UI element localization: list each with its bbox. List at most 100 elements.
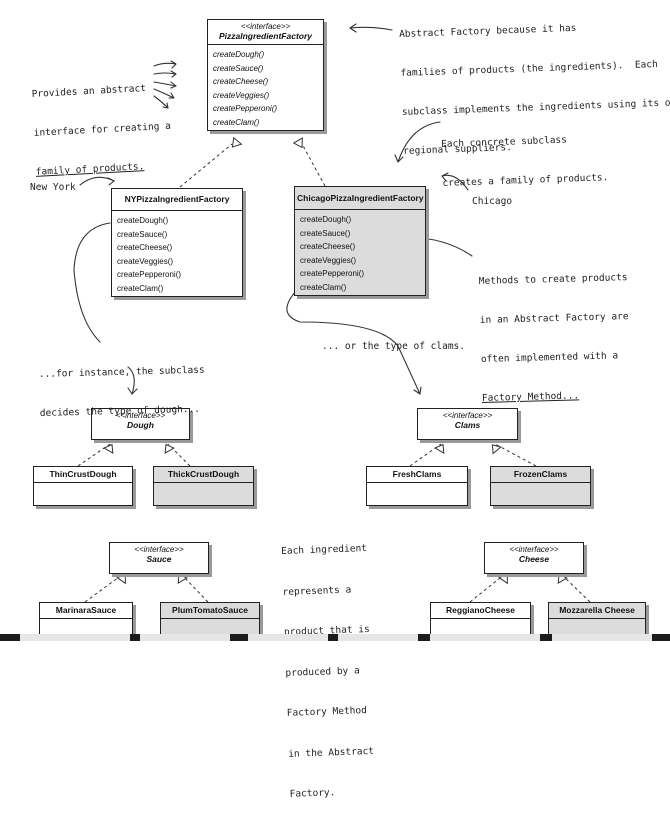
note-line: Each concrete subclass <box>440 134 568 150</box>
note-line-underlined: family of products. <box>35 161 145 178</box>
method-list: createDough() createSauce() createCheese… <box>208 45 323 133</box>
note-line: in the Abstract <box>288 745 375 760</box>
note-line: Factory Method <box>286 705 368 719</box>
pizza-ingredient-factory-interface: <<interface>> PizzaIngredientFactory cre… <box>207 19 324 131</box>
note-line: Provides an abstract <box>31 82 147 100</box>
class-name: Sauce <box>146 554 172 564</box>
cheese-interface: <<interface>> Cheese <box>484 542 584 574</box>
class-name: Dough <box>127 420 154 430</box>
note-line-underlined: Factory Method... <box>481 390 580 404</box>
method: createPepperoni() <box>300 269 365 279</box>
method: createCheese() <box>213 77 269 87</box>
method: createVeggies() <box>300 255 357 265</box>
note-line: decides the type of dough... <box>39 403 201 419</box>
class-name: MarinaraSauce <box>40 603 132 619</box>
methods-note: Methods to create products in an Abstrac… <box>478 245 631 418</box>
method: createCheese() <box>300 242 356 252</box>
method: createDough() <box>300 215 352 224</box>
fresh-clams: FreshClams <box>366 466 468 506</box>
strip-segment <box>338 634 418 641</box>
class-header: ChicagoPizzaIngredientFactory <box>295 187 425 210</box>
method: createVeggies() <box>213 90 270 100</box>
method: createSauce() <box>213 63 264 73</box>
note-line: ...for instance, the subclass <box>38 364 205 380</box>
note-line: Abstract Factory because it has <box>398 22 577 40</box>
sauce-interface: <<interface>> Sauce <box>109 542 209 574</box>
class-header: <<interface>> Sauce <box>110 543 208 567</box>
ingredient-note: Each ingredient represents a product tha… <box>280 515 376 815</box>
new-york-label: New York <box>30 182 76 193</box>
taskbar-strip <box>0 634 670 641</box>
strip-segment <box>248 634 328 641</box>
stereotype-label: <<interface>> <box>115 411 166 420</box>
generalization-arrow <box>164 443 175 455</box>
generalization-arrow <box>116 574 126 585</box>
method: createDough() <box>117 216 169 225</box>
note-line: often implemented with a <box>480 350 619 365</box>
method: createCheese() <box>117 243 173 253</box>
generalization-arrow <box>498 574 508 585</box>
marinara-sauce: MarinaraSauce <box>39 602 133 638</box>
class-header: <<interface>> Clams <box>418 409 517 433</box>
stereotype-label: <<interface>> <box>134 545 184 554</box>
stereotype-label: <<interface>> <box>509 545 559 554</box>
plum-tomato-sauce: PlumTomatoSauce <box>160 602 260 638</box>
method: createClam() <box>300 282 347 292</box>
class-name: ThinCrustDough <box>34 467 132 483</box>
note-line: families of products (the ingredients). … <box>400 58 658 79</box>
note-line: Each ingredient <box>280 542 368 557</box>
generalization-arrow <box>177 573 188 585</box>
stereotype-label: <<interface>> <box>240 22 291 31</box>
strip-segment <box>430 634 540 641</box>
method: createSauce() <box>300 228 351 238</box>
stereotype-label: <<interface>> <box>442 411 493 420</box>
clams-note: ... or the type of clams. <box>322 341 465 352</box>
generalization-arrow <box>103 443 114 455</box>
class-name: ThickCrustDough <box>154 467 253 483</box>
concrete-subclass-note: Each concrete subclass creates a family … <box>440 106 609 203</box>
method: createVeggies() <box>117 256 174 266</box>
chicago-pizza-ingredient-factory: ChicagoPizzaIngredientFactory createDoug… <box>294 186 426 296</box>
note-line: Methods to create products <box>478 272 628 287</box>
class-name: FrozenClams <box>491 467 590 483</box>
clams-interface: <<interface>> Clams <box>417 408 518 440</box>
class-name: Clams <box>454 420 481 430</box>
class-name: Cheese <box>518 554 550 564</box>
generalization-arrow <box>231 136 243 148</box>
frozen-clams: FrozenClams <box>490 466 591 506</box>
class-name: ReggianoCheese <box>431 603 530 619</box>
thick-crust-dough: ThickCrustDough <box>153 466 254 506</box>
strip-segment <box>20 634 130 641</box>
ny-pizza-ingredient-factory: NYPizzaIngredientFactory createDough() c… <box>111 188 243 297</box>
note-line: Factory. <box>289 787 336 800</box>
note-line: in an Abstract Factory are <box>479 311 629 326</box>
generalization-arrow <box>491 444 502 455</box>
thin-crust-dough: ThinCrustDough <box>33 466 133 506</box>
note-line: interface for creating a <box>33 120 172 139</box>
strip-segment <box>552 634 652 641</box>
class-header: <<interface>> Dough <box>92 409 189 433</box>
generalization-arrow <box>292 137 303 149</box>
chicago-label: Chicago <box>472 196 513 207</box>
note-line: produced by a <box>285 664 360 679</box>
mozzarella-cheese: Mozzarella Cheese <box>548 602 646 638</box>
reggiano-cheese: ReggianoCheese <box>430 602 531 638</box>
dough-note: ...for instance, the subclass decides th… <box>38 338 206 433</box>
method: createPepperoni() <box>117 270 182 280</box>
method-list: createDough() createSauce() createCheese… <box>112 211 242 299</box>
dough-interface: <<interface>> Dough <box>91 408 190 440</box>
class-name: FreshClams <box>367 467 467 483</box>
generalization-arrow <box>557 573 568 585</box>
note-line: represents a <box>282 584 352 598</box>
method-list: createDough() createSauce() createCheese… <box>295 210 425 298</box>
class-name: PlumTomatoSauce <box>161 603 259 619</box>
diagram-connectors <box>73 23 591 603</box>
class-header: <<interface>> PizzaIngredientFactory <box>208 20 323 45</box>
method: createClam() <box>117 283 164 293</box>
class-name: PizzaIngredientFactory <box>218 31 313 41</box>
method: createPepperoni() <box>213 104 278 114</box>
class-header: <<interface>> Cheese <box>485 543 583 567</box>
method: createSauce() <box>117 229 168 239</box>
method: createDough() <box>213 50 265 59</box>
strip-segment <box>140 634 230 641</box>
